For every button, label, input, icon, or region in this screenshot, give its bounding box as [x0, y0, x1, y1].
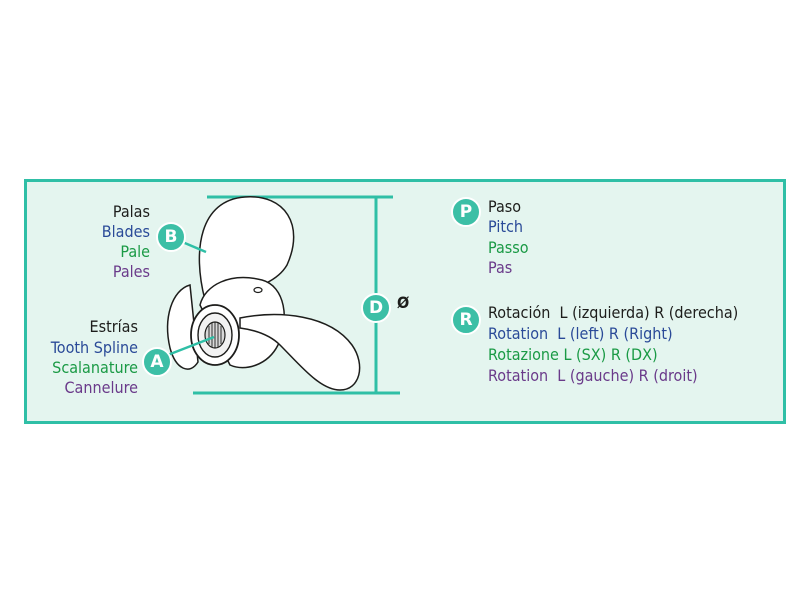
diameter-symbol: Ø — [397, 293, 410, 312]
propeller-blade-right — [239, 313, 361, 391]
pitch-label-es: Paso — [488, 197, 522, 216]
blades-label-en: Blades — [101, 222, 150, 241]
spline-label-it: Scalanature — [52, 358, 138, 377]
blades-label-fr: Pales — [112, 262, 150, 281]
pitch-badge: P — [451, 197, 481, 227]
pitch-label-en: Pitch — [488, 217, 524, 236]
rotation-badge: R — [451, 305, 481, 335]
spline-badge: A — [142, 347, 172, 377]
rotation-label-fr: Rotation L (gauche) R (droit) — [488, 366, 698, 385]
pitch-label-it: Passo — [488, 238, 529, 257]
blades-label-es: Palas — [112, 202, 150, 221]
propeller-blade-left — [166, 284, 199, 370]
propeller-blade-top — [198, 196, 295, 301]
rotation-label-en: Rotation L (left) R (Right) — [488, 324, 673, 343]
blades-badge: B — [156, 222, 186, 252]
rotation-label-it: Rotazione L (SX) R (DX) — [488, 345, 658, 364]
diameter-badge: D — [361, 293, 391, 323]
blades-label-it: Pale — [120, 242, 150, 261]
pitch-label-fr: Pas — [488, 258, 513, 277]
rotation-label-es: Rotación L (izquierda) R (derecha) — [488, 303, 739, 322]
spline-label-fr: Cannelure — [64, 378, 138, 397]
spline-label-en: Tooth Spline — [50, 338, 138, 357]
info-panel — [24, 179, 786, 424]
spline-label-es: Estrías — [89, 317, 138, 336]
